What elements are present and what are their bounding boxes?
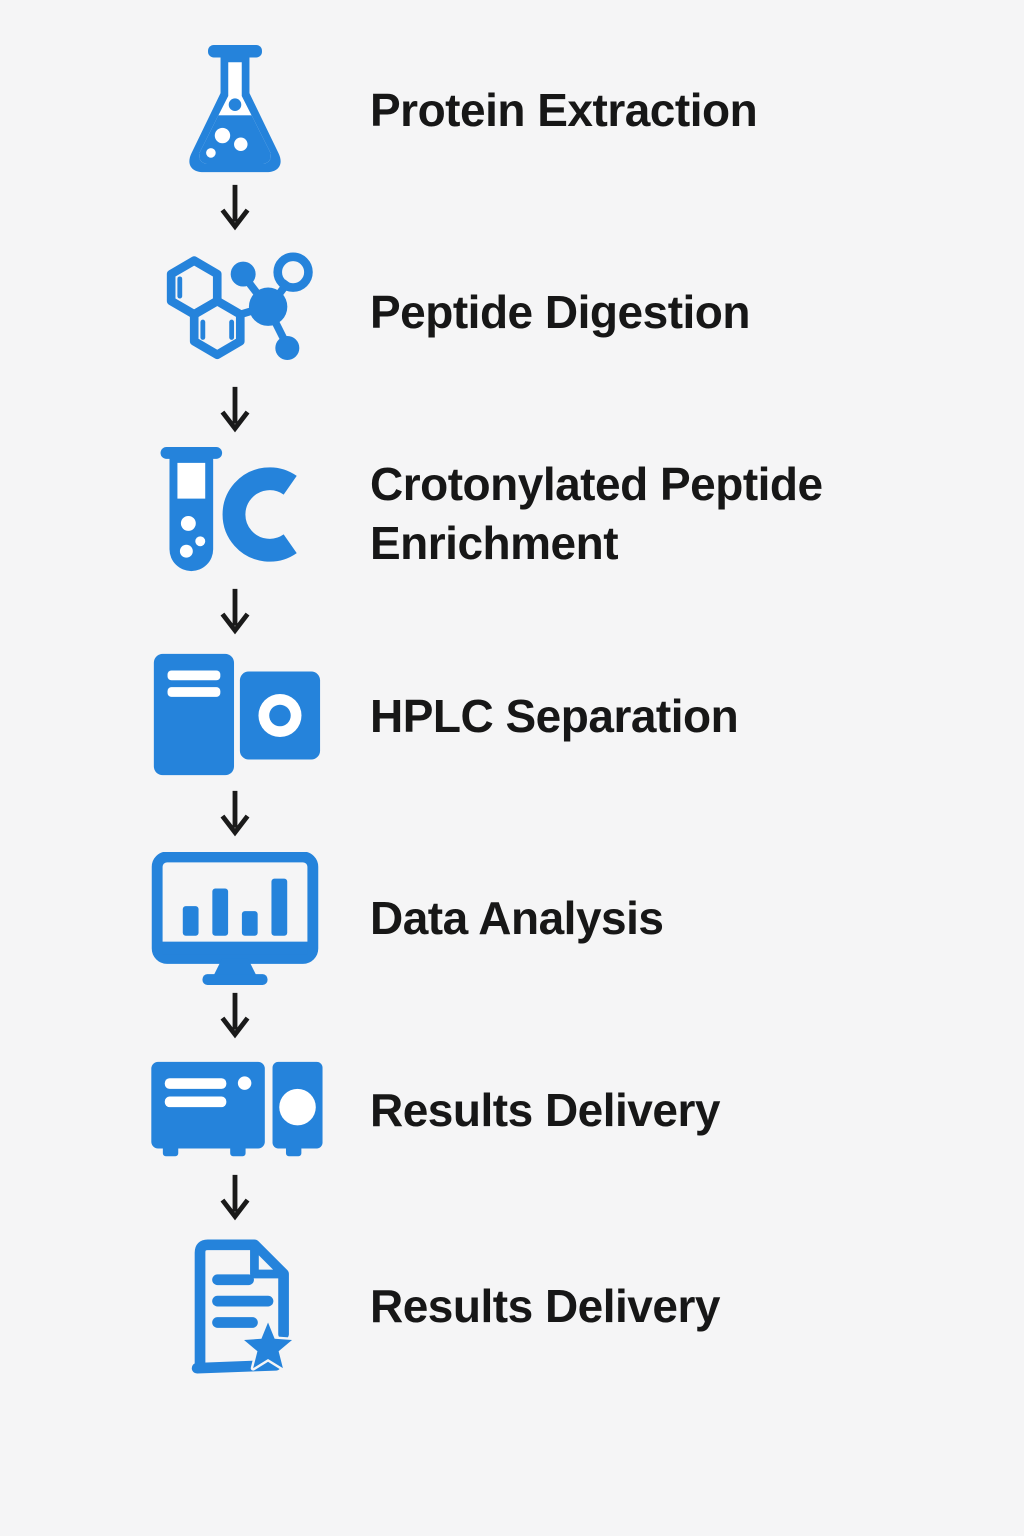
step-label: Results Delivery <box>370 1279 720 1332</box>
instrument-detector-icon <box>151 1061 323 1156</box>
step-results-delivery-report: Results Delivery <box>0 1232 1024 1380</box>
step-label: Peptide Digestion <box>370 285 750 338</box>
test-tube-c-icon <box>160 447 297 572</box>
step-peptide-digestion: Peptide Digestion <box>0 242 1024 382</box>
step-label: HPLC Separation <box>370 689 739 742</box>
flask-icon <box>189 44 281 173</box>
down-arrow-icon <box>220 588 250 635</box>
hplc-instrument-icon <box>153 653 321 776</box>
step-label: Data Analysis <box>370 891 664 944</box>
down-arrow-icon <box>220 386 250 433</box>
step-label: Crotonylated Peptide Enrichment <box>370 458 823 569</box>
step-label: Results Delivery <box>370 1083 720 1136</box>
monitor-bar-chart-icon <box>151 851 319 985</box>
step-label: Protein Extraction <box>370 83 758 136</box>
down-arrow-icon <box>220 1174 250 1221</box>
step-crotonylated-peptide-enrichment: Crotonylated Peptide Enrichment <box>0 444 1024 584</box>
step-hplc-separation: HPLC Separation <box>0 646 1024 786</box>
document-star-icon <box>191 1239 295 1374</box>
molecule-icon <box>166 252 313 360</box>
step-data-analysis: Data Analysis <box>0 848 1024 988</box>
step-results-delivery-instrument: Results Delivery <box>0 1050 1024 1170</box>
step-protein-extraction: Protein Extraction <box>0 40 1024 180</box>
down-arrow-icon <box>220 184 250 231</box>
down-arrow-icon <box>220 790 250 837</box>
down-arrow-icon <box>220 992 250 1039</box>
